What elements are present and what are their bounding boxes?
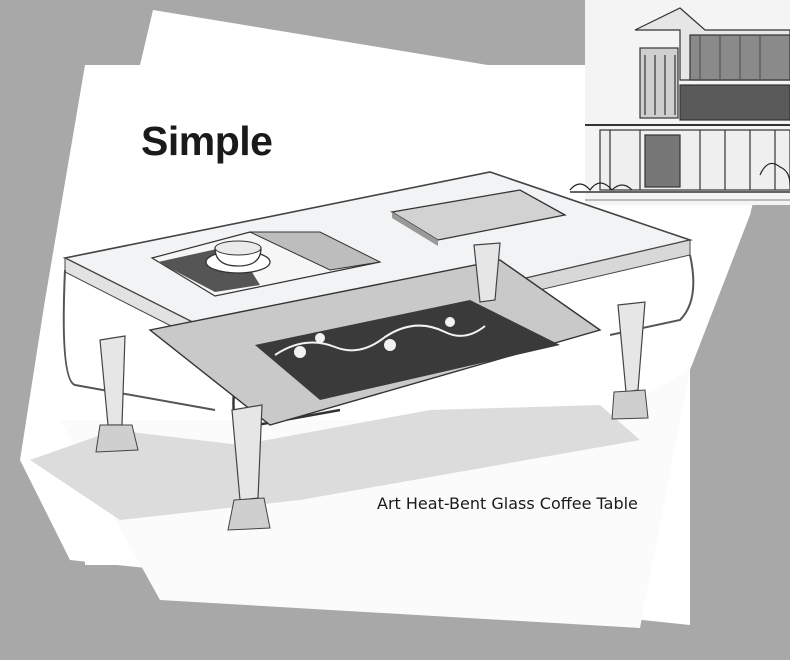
headline: Simple: [141, 118, 273, 164]
glass-coffee-table: [30, 171, 695, 531]
product-caption: Art Heat-Bent Glass Coffee Table: [377, 494, 638, 513]
house-sketch: [569, 0, 790, 205]
